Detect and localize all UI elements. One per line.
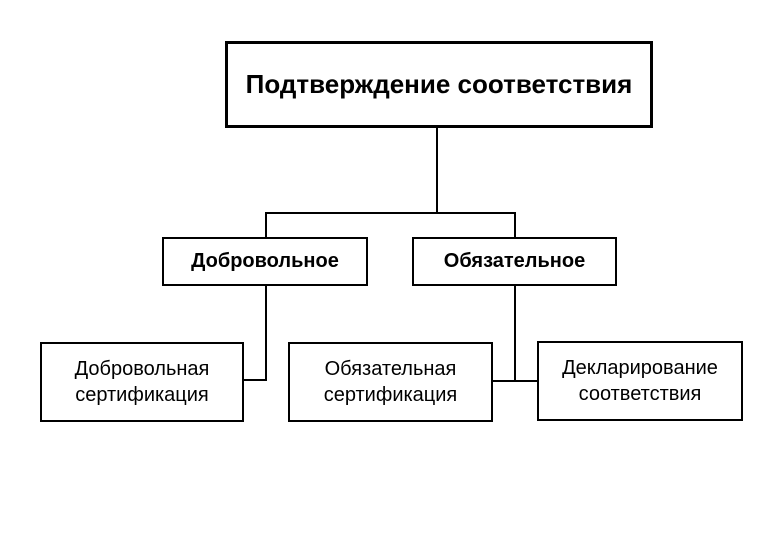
connector-root-stem bbox=[436, 128, 438, 214]
node-voluntary: Добровольное bbox=[162, 237, 368, 286]
connector-distribution-rail bbox=[265, 212, 516, 214]
node-mandatory-certification-label: Обязательная сертификация bbox=[323, 358, 458, 406]
node-mandatory-certification: Обязательная сертификация bbox=[288, 342, 493, 422]
connector-mandatory-crossbar bbox=[493, 380, 537, 382]
node-voluntary-certification: Добровольная сертификация bbox=[40, 342, 244, 422]
connector-voluntary-elbow bbox=[244, 379, 267, 381]
node-root: Подтверждение соответствия bbox=[225, 41, 653, 128]
connector-stub-mandatory bbox=[514, 212, 516, 237]
node-mandatory-label: Обязательное bbox=[443, 250, 586, 272]
node-mandatory: Обязательное bbox=[412, 237, 617, 286]
node-root-label: Подтверждение соответствия bbox=[245, 69, 633, 99]
node-declaration: Декларирование соответствия bbox=[537, 341, 743, 421]
connector-mandatory-down bbox=[514, 286, 516, 382]
connector-voluntary-down bbox=[265, 286, 267, 381]
node-voluntary-label: Добровольное bbox=[191, 250, 339, 272]
node-voluntary-certification-label: Добровольная сертификация bbox=[74, 358, 210, 406]
connector-stub-voluntary bbox=[265, 212, 267, 237]
node-declaration-label: Декларирование соответствия bbox=[562, 357, 718, 405]
